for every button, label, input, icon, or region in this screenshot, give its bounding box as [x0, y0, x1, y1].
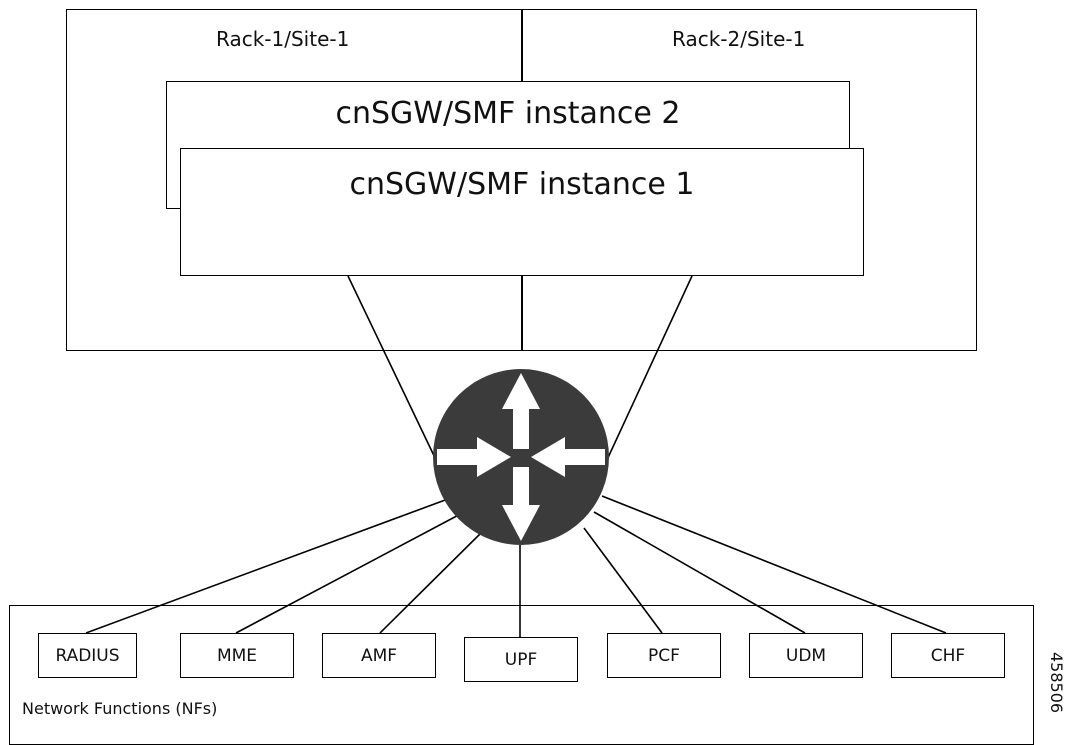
router-icon	[433, 369, 609, 545]
nf-chf: CHF	[891, 633, 1005, 678]
instance-1-box: cnSGW/SMF instance 1	[180, 148, 864, 276]
rack-2-label: Rack-2/Site-1	[672, 27, 806, 51]
figure-id: 458506	[1047, 652, 1066, 714]
link-pcf	[583, 527, 663, 634]
nf-radius: RADIUS	[38, 633, 137, 678]
network-functions-label: Network Functions (NFs)	[22, 699, 218, 718]
nf-pcf: PCF	[607, 633, 721, 678]
link-mme	[235, 509, 469, 634]
nf-mme: MME	[180, 633, 294, 678]
instance-1-label: cnSGW/SMF instance 1	[349, 167, 695, 202]
link-instance-to-router	[347, 275, 438, 463]
link-radius	[85, 495, 457, 634]
nf-upf: UPF	[464, 637, 578, 682]
rack-1-label: Rack-1/Site-1	[216, 27, 350, 51]
link-udm	[593, 511, 806, 634]
instance-2-label: cnSGW/SMF instance 2	[335, 96, 681, 131]
nf-udm: UDM	[749, 633, 863, 678]
link-amf	[379, 529, 485, 634]
link-instance-to-router	[605, 275, 693, 463]
link-chf	[601, 495, 947, 634]
nf-amf: AMF	[322, 633, 436, 678]
